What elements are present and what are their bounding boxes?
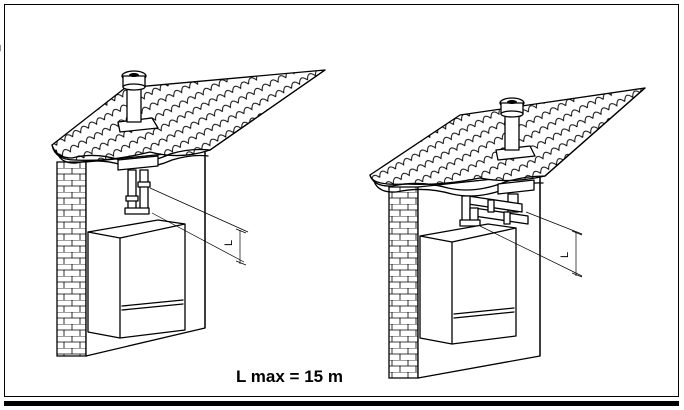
right-flue-drop-a bbox=[461, 195, 471, 223]
right-pipe-clamp bbox=[497, 179, 535, 195]
figure-frame bbox=[4, 4, 679, 397]
left-terminal-pipe bbox=[126, 87, 142, 123]
right-terminal-pipe bbox=[504, 115, 520, 151]
left-installation: L bbox=[51, 69, 326, 357]
left-brick-wall bbox=[56, 161, 87, 357]
left-flue-pipe-a bbox=[127, 169, 137, 213]
right-brick-wall bbox=[388, 186, 419, 379]
figure-caption: L max = 15 m bbox=[236, 367, 343, 386]
left-roof bbox=[51, 69, 326, 161]
right-installation: L bbox=[369, 87, 646, 379]
bottom-rule bbox=[4, 401, 679, 406]
left-boiler bbox=[87, 219, 186, 339]
left-flue-pipe-b bbox=[139, 169, 149, 213]
right-dimension-label: L bbox=[559, 252, 571, 258]
left-pipe-clamp bbox=[117, 155, 159, 171]
right-boiler bbox=[419, 223, 517, 345]
left-dimension-label: L bbox=[223, 240, 235, 246]
